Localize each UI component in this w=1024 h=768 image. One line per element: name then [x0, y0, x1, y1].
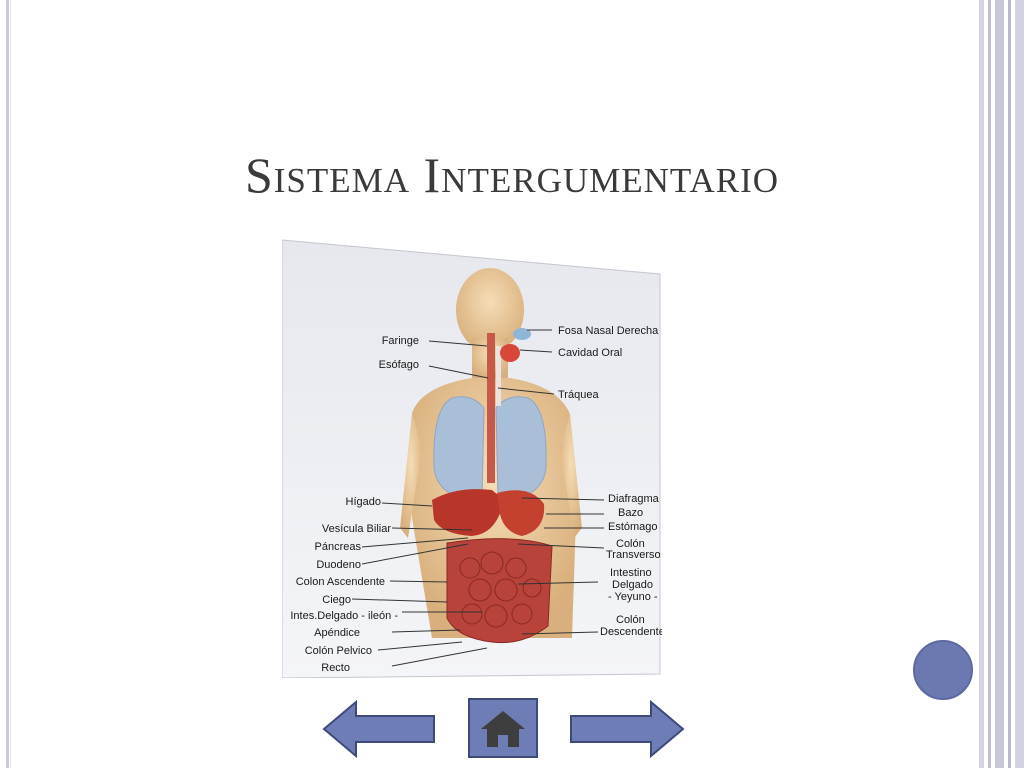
label-intestino-delgado-1: Intestino	[610, 567, 652, 579]
label-estomago: Estómago	[608, 521, 658, 533]
label-colon-descendente-2: Descendente	[600, 626, 662, 638]
home-button[interactable]	[467, 697, 539, 759]
label-colon-transverso-1: Colón	[616, 538, 645, 550]
esophagus	[487, 333, 495, 483]
slide-frame-right-line	[1008, 0, 1011, 768]
label-higado: Hígado	[346, 496, 381, 508]
nasal-cavity	[513, 328, 531, 340]
slide-frame-right-line	[988, 0, 991, 768]
slide-frame-left-inner	[10, 0, 11, 768]
home-icon	[481, 711, 525, 747]
label-duodeno: Duodeno	[316, 559, 361, 571]
slide-frame-right	[979, 0, 984, 768]
label-yeyuno: - Yeyuno -	[608, 591, 658, 603]
label-colon-descendente-1: Colón	[616, 614, 645, 626]
next-slide-button[interactable]	[569, 700, 685, 758]
arrow-right-icon	[570, 700, 685, 758]
label-vesicula-biliar: Vesícula Biliar	[322, 523, 391, 535]
label-pancreas: Páncreas	[315, 541, 362, 553]
oral-cavity	[500, 344, 520, 362]
diagram-svg: Faringe Esófago Hígado Vesícula Biliar P…	[282, 239, 662, 678]
label-cavidad-oral: Cavidad Oral	[558, 347, 622, 359]
label-intestino-delgado-2: Delgado	[612, 579, 653, 591]
label-fosa-nasal-derecha: Fosa Nasal Derecha	[558, 325, 659, 337]
stomach	[497, 490, 545, 536]
label-colon-transverso-2: Transverso	[606, 549, 661, 561]
leader-lines	[351, 329, 605, 667]
digestive-system-diagram: Faringe Esófago Hígado Vesícula Biliar P…	[282, 238, 662, 678]
liver	[432, 489, 504, 536]
slide-frame-right-line	[1015, 0, 1024, 768]
decorative-circle	[913, 640, 973, 700]
label-colon-pelvico: Colón Pelvico	[305, 645, 372, 657]
label-esofago: Esófago	[379, 359, 419, 371]
label-recto: Recto	[321, 662, 350, 674]
label-ciego: Ciego	[322, 594, 351, 606]
label-colon-ascendente: Colon Ascendente	[296, 576, 385, 588]
slide-frame-left	[6, 0, 9, 768]
right-labels: Fosa Nasal Derecha Cavidad Oral Tráquea …	[558, 325, 662, 638]
label-intestino-delgado-ileon: Intes.Delgado - ileón -	[290, 610, 398, 622]
left-labels: Faringe Esófago Hígado Vesícula Biliar P…	[290, 335, 419, 674]
previous-slide-button[interactable]	[322, 700, 436, 758]
lungs	[433, 396, 547, 501]
trachea	[496, 346, 501, 406]
label-bazo: Bazo	[618, 507, 643, 519]
slide-frame-right-line	[995, 0, 1004, 768]
arrow-left-icon	[322, 700, 435, 758]
intestines	[446, 538, 553, 644]
label-apendice: Apéndice	[314, 627, 360, 639]
label-diafragma: Diafragma	[608, 493, 660, 505]
label-faringe: Faringe	[382, 335, 419, 347]
label-traquea: Tráquea	[558, 389, 599, 401]
slide-title: Sistema Intergumentario	[244, 147, 780, 203]
